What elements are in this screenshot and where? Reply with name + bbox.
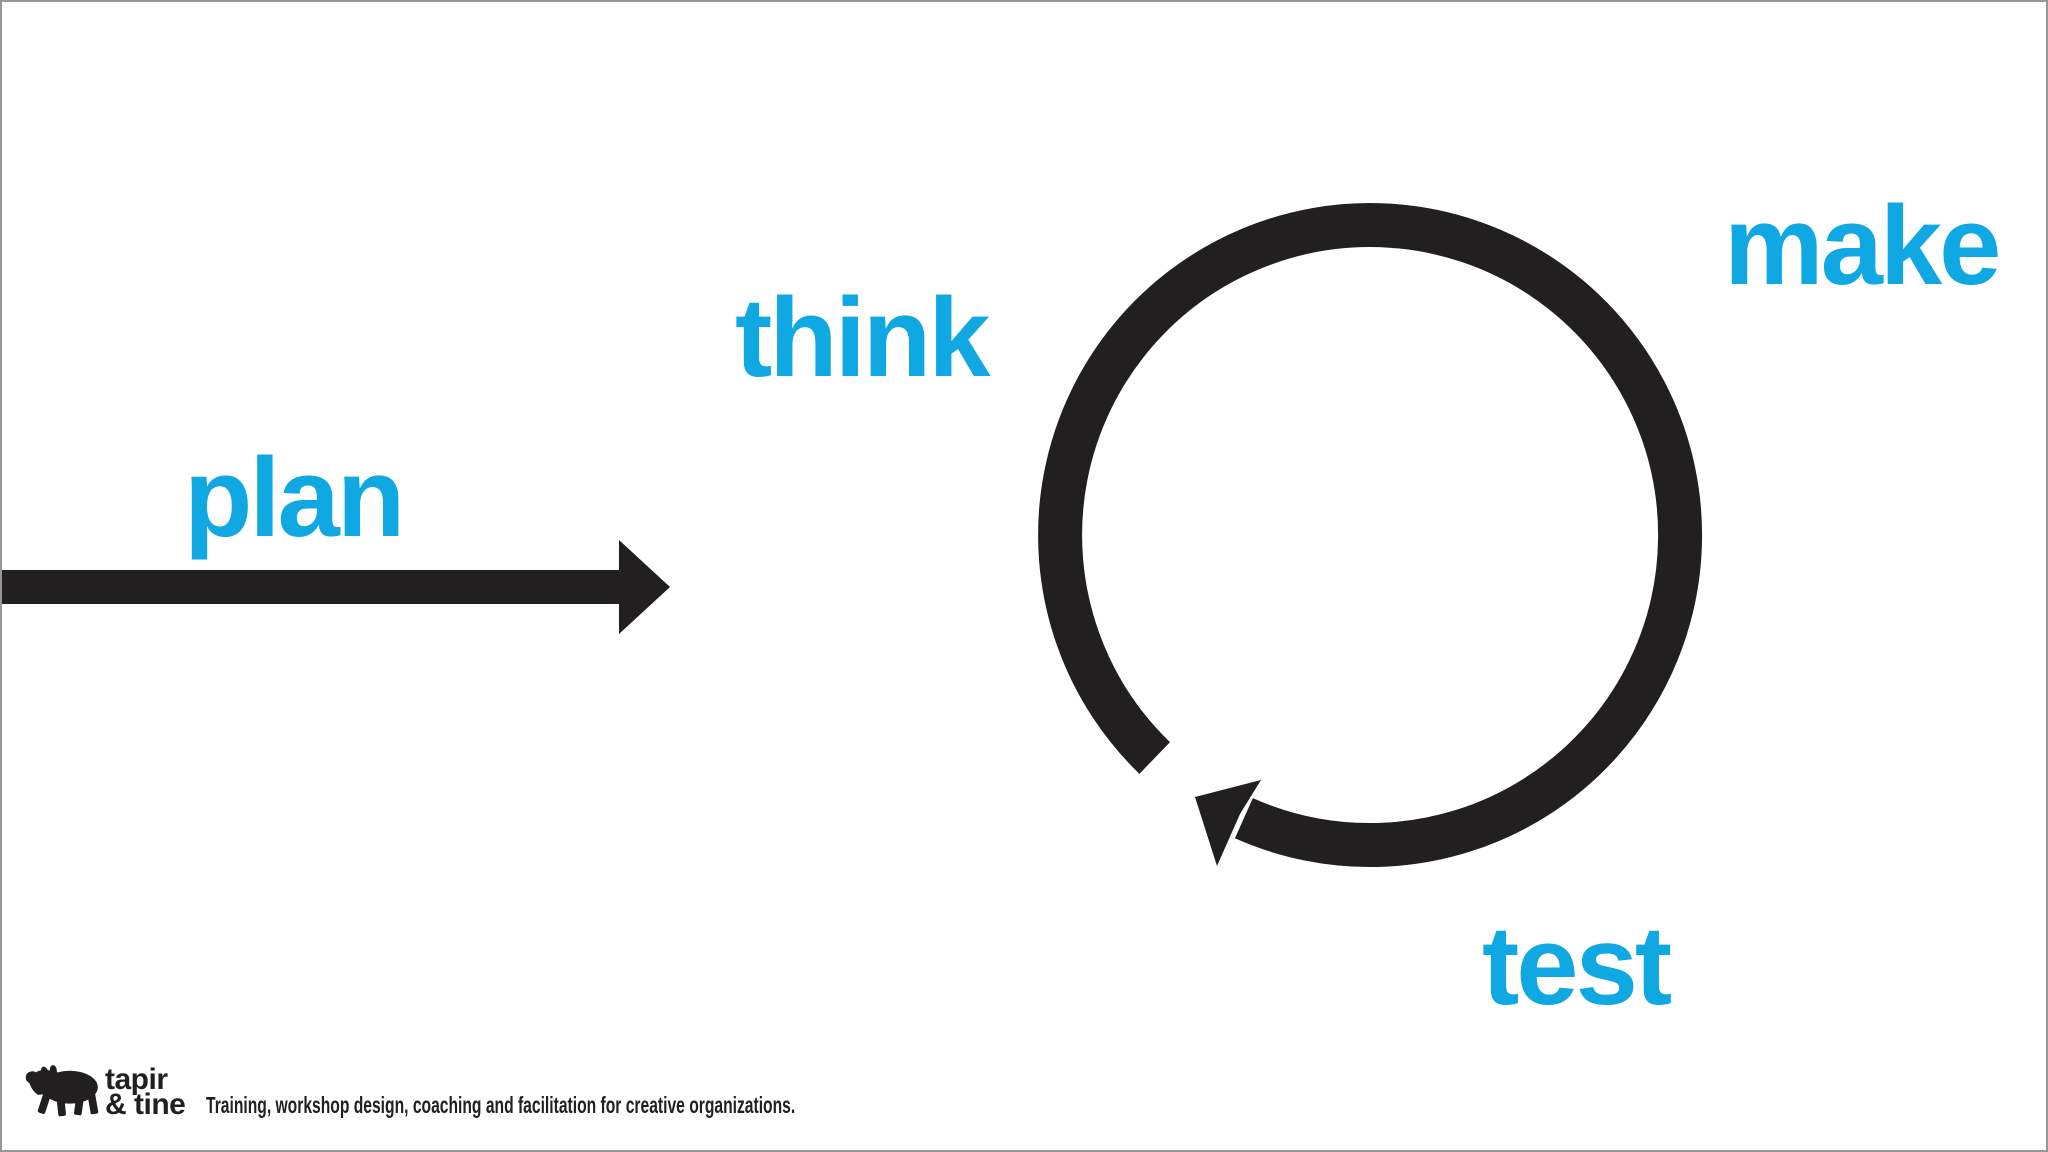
right-arrow-icon — [2, 540, 670, 634]
step-label-make: make — [1724, 183, 2001, 308]
step-label-think: think — [735, 275, 991, 400]
step-label-test: test — [1482, 903, 1672, 1028]
brand-name-line2: & tine — [105, 1088, 186, 1121]
brand-tagline: Training, workshop design, coaching and … — [206, 1092, 796, 1118]
loop-arrow-icon — [1038, 203, 1703, 868]
tapir-silhouette-icon — [25, 1065, 99, 1117]
brand-name-line1: tapir — [105, 1063, 168, 1096]
step-label-plan: plan — [184, 435, 405, 560]
